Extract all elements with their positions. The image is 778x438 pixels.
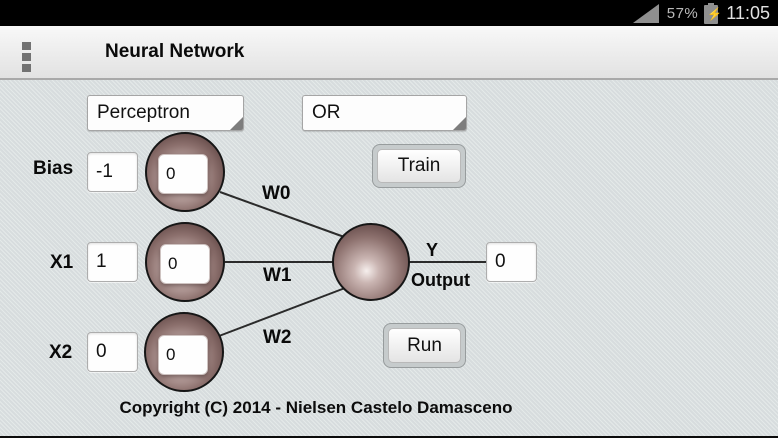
logic-gate-value: OR xyxy=(312,102,341,123)
output-label: Output xyxy=(411,270,470,290)
x2-neuron: 0 xyxy=(144,312,224,392)
overflow-menu-icon[interactable] xyxy=(22,42,32,75)
status-clock: 11:05 xyxy=(726,2,770,23)
status-bar: 57% ⚡ 11:05 xyxy=(0,0,778,26)
action-bar: Neural Network xyxy=(0,26,778,80)
output-field[interactable]: 0 xyxy=(486,242,537,282)
bias-label: Bias xyxy=(33,158,74,179)
network-type-value: Perceptron xyxy=(97,102,190,123)
x1-input[interactable]: 1 xyxy=(87,242,138,282)
spinner-corner-icon xyxy=(453,117,466,130)
main-content: Perceptron OR Bias -1 0 W0 X1 1 0 W1 xyxy=(0,80,778,436)
train-button-label: Train xyxy=(377,149,461,183)
weight-w2-input[interactable]: 0 xyxy=(158,335,208,375)
bias-input[interactable]: -1 xyxy=(87,152,138,192)
x2-label: X2 xyxy=(49,342,73,363)
w2-label: W2 xyxy=(263,327,292,348)
output-value: 0 xyxy=(495,251,506,272)
battery-charging-icon: ⚡ xyxy=(704,2,722,24)
x2-value: 0 xyxy=(96,341,107,362)
run-button[interactable]: Run xyxy=(383,323,466,368)
signal-strength-icon xyxy=(632,3,659,23)
screen-bottom-edge xyxy=(0,436,778,438)
train-button[interactable]: Train xyxy=(372,144,466,188)
output-neuron xyxy=(332,223,410,301)
weight-w0-value: 0 xyxy=(166,164,176,183)
y-label: Y xyxy=(426,240,439,260)
logic-gate-spinner[interactable]: OR xyxy=(302,95,467,131)
x1-label: X1 xyxy=(50,252,74,273)
bias-value: -1 xyxy=(96,161,113,182)
x1-neuron: 0 xyxy=(145,222,225,302)
x2-input[interactable]: 0 xyxy=(87,332,138,372)
weight-w1-input[interactable]: 0 xyxy=(160,244,210,284)
battery-percent: 57% xyxy=(666,4,699,22)
run-button-label: Run xyxy=(388,328,461,363)
w0-label: W0 xyxy=(262,183,291,204)
copyright-text: Copyright (C) 2014 - Nielsen Castelo Dam… xyxy=(119,398,513,417)
spinner-corner-icon xyxy=(230,117,243,130)
network-type-spinner[interactable]: Perceptron xyxy=(87,95,244,131)
weight-w1-value: 0 xyxy=(168,254,178,273)
x1-value: 1 xyxy=(96,251,107,272)
w1-label: W1 xyxy=(263,265,292,286)
weight-w2-value: 0 xyxy=(166,345,176,364)
bias-neuron: 0 xyxy=(145,132,225,212)
page-title: Neural Network xyxy=(105,41,245,62)
weight-w0-input[interactable]: 0 xyxy=(158,154,208,194)
